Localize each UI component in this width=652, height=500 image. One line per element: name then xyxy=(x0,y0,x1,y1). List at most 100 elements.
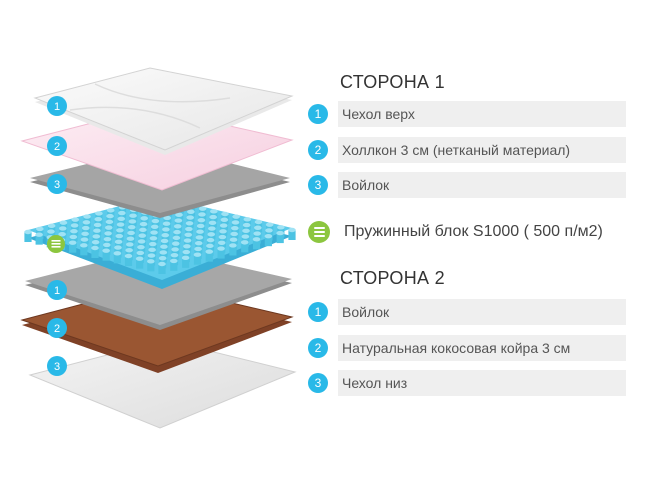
spring-coil-top xyxy=(137,244,145,250)
spring-coil-top xyxy=(175,212,183,218)
spring-coil-top xyxy=(104,231,112,236)
spring-coil-top xyxy=(208,220,217,226)
side1-layer-3-row: 3 Войлок xyxy=(308,172,626,198)
badge-number: 2 xyxy=(54,141,60,153)
spring-coil-top xyxy=(210,209,218,214)
badge-number: 1 xyxy=(54,101,60,113)
spring-coil-top xyxy=(59,220,68,225)
spring-coil-top xyxy=(277,225,285,230)
spring-coil-top xyxy=(82,220,91,225)
spring-coil xyxy=(147,261,155,272)
spring-coil-top xyxy=(137,239,146,244)
layer-number-badge: 3 xyxy=(308,373,328,393)
spring-coil-top xyxy=(195,235,204,240)
spring-coil-top xyxy=(162,221,171,226)
spring-coil xyxy=(288,230,296,240)
spring-coil-top xyxy=(80,237,89,242)
spring-coil-top xyxy=(47,229,55,234)
spring-coil xyxy=(113,253,121,264)
illustration-number-badge: 1 xyxy=(47,280,67,300)
spring-coil-top xyxy=(254,225,262,230)
spring-coil-top xyxy=(81,231,89,237)
spring-coil-top xyxy=(80,243,88,248)
spring-coil-top xyxy=(207,232,216,237)
spring-coil-top xyxy=(197,217,206,223)
spring-coil-top xyxy=(174,218,183,223)
spring-coil-top xyxy=(114,245,122,250)
side2-title: СТОРОНА 2 xyxy=(340,268,445,288)
side1-layer-1-row: 1 Чехол верх xyxy=(308,101,626,127)
spring-coil-top xyxy=(135,256,144,261)
spring-coil-top xyxy=(186,215,194,220)
side2-layer-1-row: 1 Войлок xyxy=(308,299,626,325)
spring-coil-top xyxy=(196,229,204,234)
spring-coil-top xyxy=(106,213,114,219)
spring-coil-top xyxy=(163,215,172,221)
spring-coil-top xyxy=(116,228,124,233)
illustration-number-badge: 1 xyxy=(47,96,67,116)
spring-coil xyxy=(158,264,166,274)
spring-coil-top xyxy=(91,240,100,245)
spring-coil-top xyxy=(81,225,90,231)
spring-coil xyxy=(170,260,178,271)
badge-number: 3 xyxy=(54,179,60,191)
badge-number: 3 xyxy=(54,361,60,373)
layer-number-badge: 2 xyxy=(308,338,328,358)
spring-coil-top xyxy=(161,233,170,238)
spring-coil-top xyxy=(127,225,136,230)
spring-coil-top xyxy=(117,216,126,221)
spring-coil-top xyxy=(231,220,240,225)
spring-coil-top xyxy=(265,228,273,233)
spring-coil-top xyxy=(183,238,192,243)
spring-coil-top xyxy=(69,234,78,240)
row-background xyxy=(338,299,626,325)
spring-coil-top xyxy=(194,241,203,246)
spring-coil-top xyxy=(147,259,155,264)
spring-coil-top xyxy=(173,224,182,229)
spring-coil-top xyxy=(105,219,114,225)
side2-layer-2-row: 2 Натуральная кокосовая койра 3 см xyxy=(308,335,626,361)
spring-coil-top xyxy=(181,255,190,261)
spring-coil-top xyxy=(221,211,229,217)
spring-coil-top xyxy=(150,230,158,235)
spring-coil xyxy=(205,251,213,262)
spring-coil-top xyxy=(116,222,125,227)
spring-coil xyxy=(229,245,237,256)
spring-coil-top xyxy=(114,239,123,245)
spring-coil-top xyxy=(136,250,145,256)
spring-coil-top xyxy=(36,226,44,232)
spring-coil-top xyxy=(115,233,124,239)
spring-block-label: Пружинный блок S1000 ( 500 п/м2) xyxy=(344,223,603,240)
spring-coil-top xyxy=(254,219,263,225)
spring-coil-top xyxy=(185,226,193,232)
spring-coil-top xyxy=(103,236,112,242)
spring-coil-top xyxy=(102,248,110,253)
spring-coil-top xyxy=(209,214,217,220)
spring-coil-top xyxy=(129,213,137,218)
spring-coil-top xyxy=(68,240,77,245)
spring-coil xyxy=(193,254,202,265)
spring-coil xyxy=(136,258,144,269)
spring-coil-top xyxy=(253,231,261,236)
spring-coil-top xyxy=(241,234,250,239)
spring-coil-top xyxy=(139,227,147,233)
spring-coil-top xyxy=(230,231,239,237)
row-background xyxy=(338,370,626,396)
spring-coil-top xyxy=(196,223,205,229)
spring-coil-top xyxy=(242,228,250,234)
side2-layer-3-row: 3 Чехол низ xyxy=(308,370,626,396)
spring-coil xyxy=(276,233,284,244)
side1-layer-2-row: 2 Холлкон 3 см (нетканый материал) xyxy=(308,137,626,163)
spring-coil-top xyxy=(219,223,228,228)
spring-coil-top xyxy=(198,212,206,217)
spring-coil-top xyxy=(162,227,170,232)
spring-coil-top xyxy=(70,223,79,228)
spring-coil-top xyxy=(170,258,178,264)
spring-coil-top xyxy=(243,217,252,222)
spring-coil-top xyxy=(217,240,226,245)
spring-coil xyxy=(241,242,249,253)
layer-label: Натуральная кокосовая койра 3 см xyxy=(342,340,571,356)
spring-coil-top xyxy=(185,221,194,226)
spring-coil-top xyxy=(127,230,135,236)
